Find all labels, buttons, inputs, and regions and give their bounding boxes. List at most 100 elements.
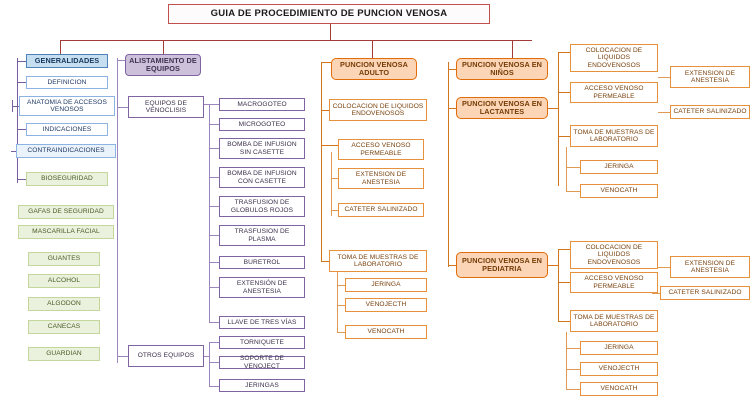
- connector-extension-anestesia-venoclisis: [209, 287, 219, 288]
- node-mascarilla-facial[interactable]: MASCARILLA FACIAL: [18, 225, 114, 239]
- node-pediatria-extension-anestesia[interactable]: EXTENSION DE ANESTESIA: [670, 256, 750, 278]
- node-lactantes-venocath[interactable]: VENOCATH: [580, 184, 658, 198]
- connector-lactantes: [448, 108, 456, 109]
- node-indicaciones[interactable]: INDICACIONES: [26, 123, 108, 136]
- connector-adulto-liquidos: [321, 110, 329, 111]
- node-guardian[interactable]: GUARDIAN: [28, 347, 100, 361]
- connector-adulto-cateter-salinizado: [331, 210, 338, 211]
- connector-adulto-acceso: [321, 145, 338, 146]
- node-bioseguridad[interactable]: BIOSEGURIDAD: [26, 172, 108, 186]
- connector-lactantes-out: [548, 108, 558, 109]
- connector-trasfusion-globulos-rojos: [209, 206, 219, 207]
- node-alcohol[interactable]: ALCOHOL: [28, 274, 100, 288]
- connector-equipos-de-venoclisis: [117, 107, 128, 108]
- node-microgoteo[interactable]: MICROGOTEO: [219, 118, 305, 131]
- connector-bomba-con-casette: [209, 177, 219, 178]
- node-jeringas[interactable]: JERINGAS: [219, 379, 305, 392]
- connector-lactantes-muestras: [558, 136, 570, 137]
- node-bomba-sin-casette[interactable]: BOMBA DE INFUSION SIN CASETTE: [219, 138, 305, 159]
- connector-adulto-muestras: [321, 261, 329, 262]
- connector-torniquete: [209, 342, 219, 343]
- connector-drop-generalidades: [60, 40, 61, 54]
- connector-adulto-venojecth: [337, 305, 345, 306]
- node-adulto-liquidos[interactable]: COLOCACION DE LIQUIDOS ENDOVENOSOS: [329, 99, 427, 121]
- connector-pediatria-jeringa: [566, 348, 580, 349]
- node-lactantes-extension-anestesia[interactable]: EXTENSION DE ANESTESIA: [670, 66, 750, 88]
- connector-llave-de-tres-vias: [209, 322, 219, 323]
- node-lactantes-toma-muestras[interactable]: TOMA DE MUESTRAS DE LABORATORIO: [570, 125, 658, 147]
- node-pediatria-toma-muestras[interactable]: TOMA DE MUESTRAS DE LABORATORIO: [570, 310, 658, 332]
- connector-adulto-acceso-spine: [331, 152, 332, 216]
- node-extension-de-anestesia-venoclisis[interactable]: EXTENSIÓN DE ANESTESIA: [219, 277, 305, 298]
- connector-otros-spine: [209, 342, 210, 386]
- connector-alistamiento-spine: [117, 58, 118, 363]
- node-contraindicaciones[interactable]: CONTRAINDICACIONES: [16, 144, 116, 158]
- node-adulto-acceso-venoso[interactable]: ACCESO VENOSO PERMEABLE: [338, 139, 424, 160]
- node-lactantes-liquidos[interactable]: COLOCACION DE LIQUIDOS ENDOVENOSOS: [570, 44, 658, 72]
- node-pediatria-jeringa[interactable]: JERINGA: [580, 341, 658, 355]
- connector-lactantes-extension-anestesia: [658, 77, 670, 78]
- node-otros-equipos[interactable]: OTROS EQUIPOS: [128, 345, 204, 367]
- node-pediatria-acceso-venoso[interactable]: ACCESO VENOSO PERMEABLE: [570, 272, 658, 293]
- connector-macrogoteo: [209, 104, 219, 105]
- node-generalidades[interactable]: GENERALIDADES: [26, 54, 108, 68]
- node-canecas[interactable]: CANECAS: [28, 320, 100, 334]
- connector-soporte-de-venoject: [209, 362, 219, 363]
- connector-adulto-extension-anestesia: [331, 178, 338, 179]
- node-adulto-venojecth[interactable]: VENOJECTH: [345, 298, 427, 312]
- connector-otros-equipos: [117, 356, 128, 357]
- node-pediatria-venocath[interactable]: VENOCATH: [580, 382, 658, 396]
- node-puncion-venosa-ninos[interactable]: PUNCION VENOSA EN NIÑOS: [456, 58, 548, 80]
- connector-venoclisis-stub: [204, 104, 209, 105]
- connector-pediatria-out: [548, 265, 558, 266]
- connector-adulto-jeringa: [337, 285, 345, 286]
- node-puncion-venosa-adulto[interactable]: PUNCION VENOSA ADULTO: [331, 58, 417, 80]
- connector-buretrol: [209, 262, 219, 263]
- connector-alistamiento-head: [117, 60, 125, 61]
- node-adulto-toma-muestras[interactable]: TOMA DE MUESTRAS DE LABORATORIO: [329, 250, 427, 272]
- connector-trasfusion-plasma: [209, 235, 219, 236]
- node-puncion-venosa-pediatria[interactable]: PUNCION VENOSA EN PEDIATRIA: [456, 252, 548, 278]
- node-alistamiento-de-equipos[interactable]: ALISTAMIENTO DE EQUIPOS: [125, 54, 201, 76]
- node-adulto-cateter-salinizado[interactable]: CATETER SALINIZADO: [338, 203, 424, 217]
- diagram-title: GUIA DE PROCEDIMIENTO DE PUNCION VENOSA: [168, 4, 490, 24]
- node-lactantes-jeringa[interactable]: JERINGA: [580, 160, 658, 174]
- node-macrogoteo[interactable]: MACROGOTEO: [219, 98, 305, 111]
- connector-definicion: [17, 82, 26, 83]
- connector-adulto-spine: [321, 62, 322, 262]
- node-algodon[interactable]: ALGODON: [28, 297, 100, 311]
- connector-pediatria-cateter-salinizado: [652, 293, 660, 294]
- node-adulto-jeringa[interactable]: JERINGA: [345, 278, 427, 292]
- node-lactantes-cateter-salinizado[interactable]: CATETER SALINIZADO: [670, 105, 750, 119]
- connector-bioseguridad: [17, 179, 26, 180]
- node-pediatria-venojecth[interactable]: VENOJECTH: [580, 362, 658, 376]
- node-equipos-de-venoclisis[interactable]: EQUIPOS DE VENOCLISIS: [128, 96, 204, 118]
- node-llave-de-tres-vias[interactable]: LLAVE DE TRES VÍAS: [219, 316, 305, 329]
- node-lactantes-acceso-venoso[interactable]: ACCESO VENOSO PERMEABLE: [570, 82, 658, 103]
- node-adulto-venocath[interactable]: VENOCATH: [345, 325, 427, 339]
- node-definicion[interactable]: DEFINICION: [26, 76, 108, 89]
- connector-pediatria-muestras: [558, 321, 570, 322]
- node-torniquete[interactable]: TORNIQUETE: [219, 336, 305, 349]
- connector-lactantes-liquidos: [558, 52, 570, 53]
- connector-jeringas: [209, 386, 219, 387]
- connector-generalidades-head: [17, 61, 26, 62]
- node-buretrol[interactable]: BURETROL: [219, 256, 305, 269]
- connector-pediatria-extension-anestesia: [658, 267, 670, 268]
- connector-pediatria-venojecth: [566, 369, 580, 370]
- node-adulto-extension-anestesia[interactable]: EXTENSION DE ANESTESIA: [338, 168, 424, 189]
- node-pediatria-cateter-salinizado[interactable]: CATETER SALINIZADO: [660, 286, 750, 300]
- connector-contraindicaciones: [11, 151, 16, 152]
- connector-pediatria: [448, 265, 456, 266]
- node-guantes[interactable]: GUANTES: [28, 252, 100, 266]
- node-soporte-de-venoject[interactable]: SOPORTE DE VENOJECT: [219, 355, 305, 370]
- connector-adulto-venocath: [337, 332, 345, 333]
- node-pediatria-liquidos[interactable]: COLOCACION DE LIQUIDOS ENDOVENOSOS: [570, 241, 658, 269]
- node-trasfusion-plasma[interactable]: TRASFUSION DE PLASMA: [219, 225, 305, 246]
- node-anatomia[interactable]: ANATOMIA DE ACCESOS VENOSOS: [19, 96, 115, 116]
- node-puncion-venosa-lactantes[interactable]: PUNCION VENOSA EN LACTANTES: [456, 97, 548, 119]
- node-bomba-con-casette[interactable]: BOMBA DE INFUSION CON CASETTE: [219, 167, 305, 188]
- node-gafas-de-seguridad[interactable]: GAFAS DE SEGURIDAD: [18, 205, 114, 219]
- connector-venoclisis-spine: [209, 104, 210, 322]
- node-trasfusion-globulos-rojos[interactable]: TRASFUSION DE GLOBULOS ROJOS: [219, 196, 305, 217]
